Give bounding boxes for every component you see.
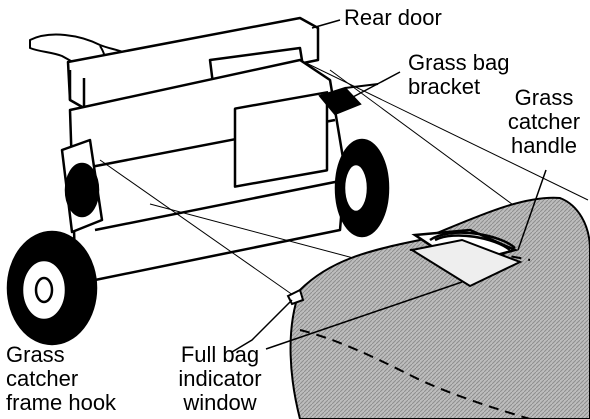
grass-catcher-bag <box>289 196 590 419</box>
front-wheel-left <box>6 230 98 346</box>
label-rear-door: Rear door <box>344 5 442 30</box>
label-grass-bag-bracket: Grass bag bracket <box>408 50 510 99</box>
label-grass-catcher-frame-hook: Grass catcher frame hook <box>6 342 117 415</box>
leader-lines <box>231 19 547 353</box>
label-full-bag-indicator-window: Full bag indicator window <box>178 342 262 415</box>
wheel-left-rear <box>64 162 100 218</box>
rear-wheel-right <box>334 138 390 238</box>
grass-bag-bracket <box>318 83 379 116</box>
label-grass-catcher-handle: Grass catcher handle <box>507 85 581 158</box>
full-bag-indicator-window <box>409 238 523 288</box>
